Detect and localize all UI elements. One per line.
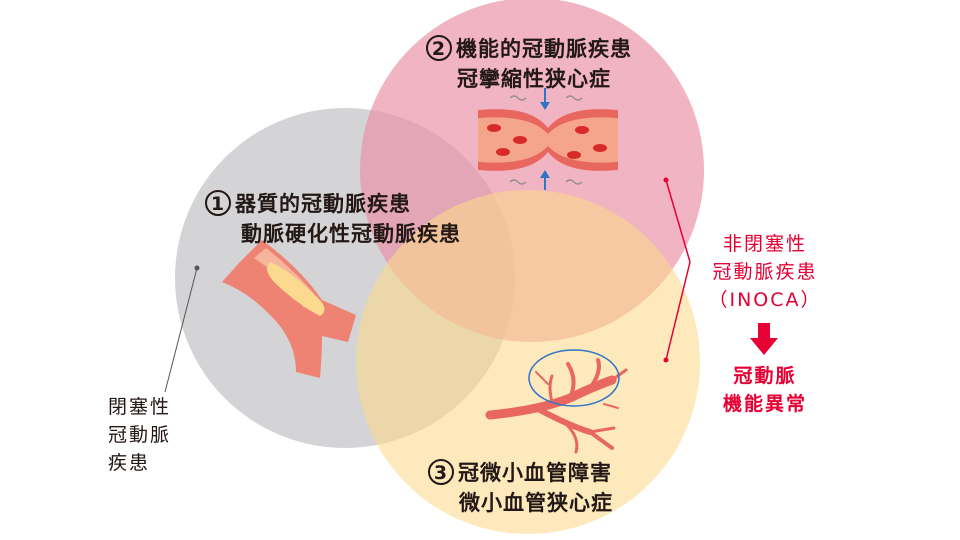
inoca-bracket	[663, 177, 691, 363]
dysfunction-line: 冠動脈	[733, 365, 797, 387]
number-badge: 3	[428, 459, 454, 485]
functional-subtitle: 冠攣縮性狭心症	[457, 67, 611, 91]
down-arrow-icon	[750, 323, 778, 355]
obstructive-line: 閉塞性	[108, 396, 172, 418]
obstructive-line: 冠動脈	[108, 424, 172, 446]
microvascular-highlight-ring	[528, 349, 620, 407]
obstructive-disease-label: 閉塞性 冠動脈 疾患	[108, 393, 171, 477]
microvascular-subtitle: 微小血管狭心症	[459, 491, 613, 515]
dysfunction-line: 機能異常	[722, 393, 807, 415]
spasm-artery-illustration	[478, 88, 618, 190]
number-badge: 1	[205, 190, 231, 216]
number-badge: 2	[426, 35, 452, 61]
inoca-line: 冠動脈疾患	[712, 261, 818, 283]
functional-title: 機能的冠動脈疾患	[456, 37, 632, 61]
organic-title: 器質的冠動脈疾患	[235, 192, 411, 216]
obstructive-leader	[164, 265, 200, 393]
plaque-artery-illustration	[222, 240, 356, 378]
microvascular-title: 冠微小血管障害	[458, 461, 612, 485]
organic-subtitle: 動脈硬化性冠動脈疾患	[241, 222, 461, 246]
obstructive-line: 疾患	[108, 452, 151, 474]
inoca-label: 非閉塞性 冠動脈疾患 （INOCA）	[700, 230, 830, 314]
coronary-dysfunction-label: 冠動脈 機能異常	[700, 362, 830, 418]
inoca-line: 非閉塞性	[722, 233, 807, 255]
inoca-line: （INOCA）	[708, 289, 822, 311]
